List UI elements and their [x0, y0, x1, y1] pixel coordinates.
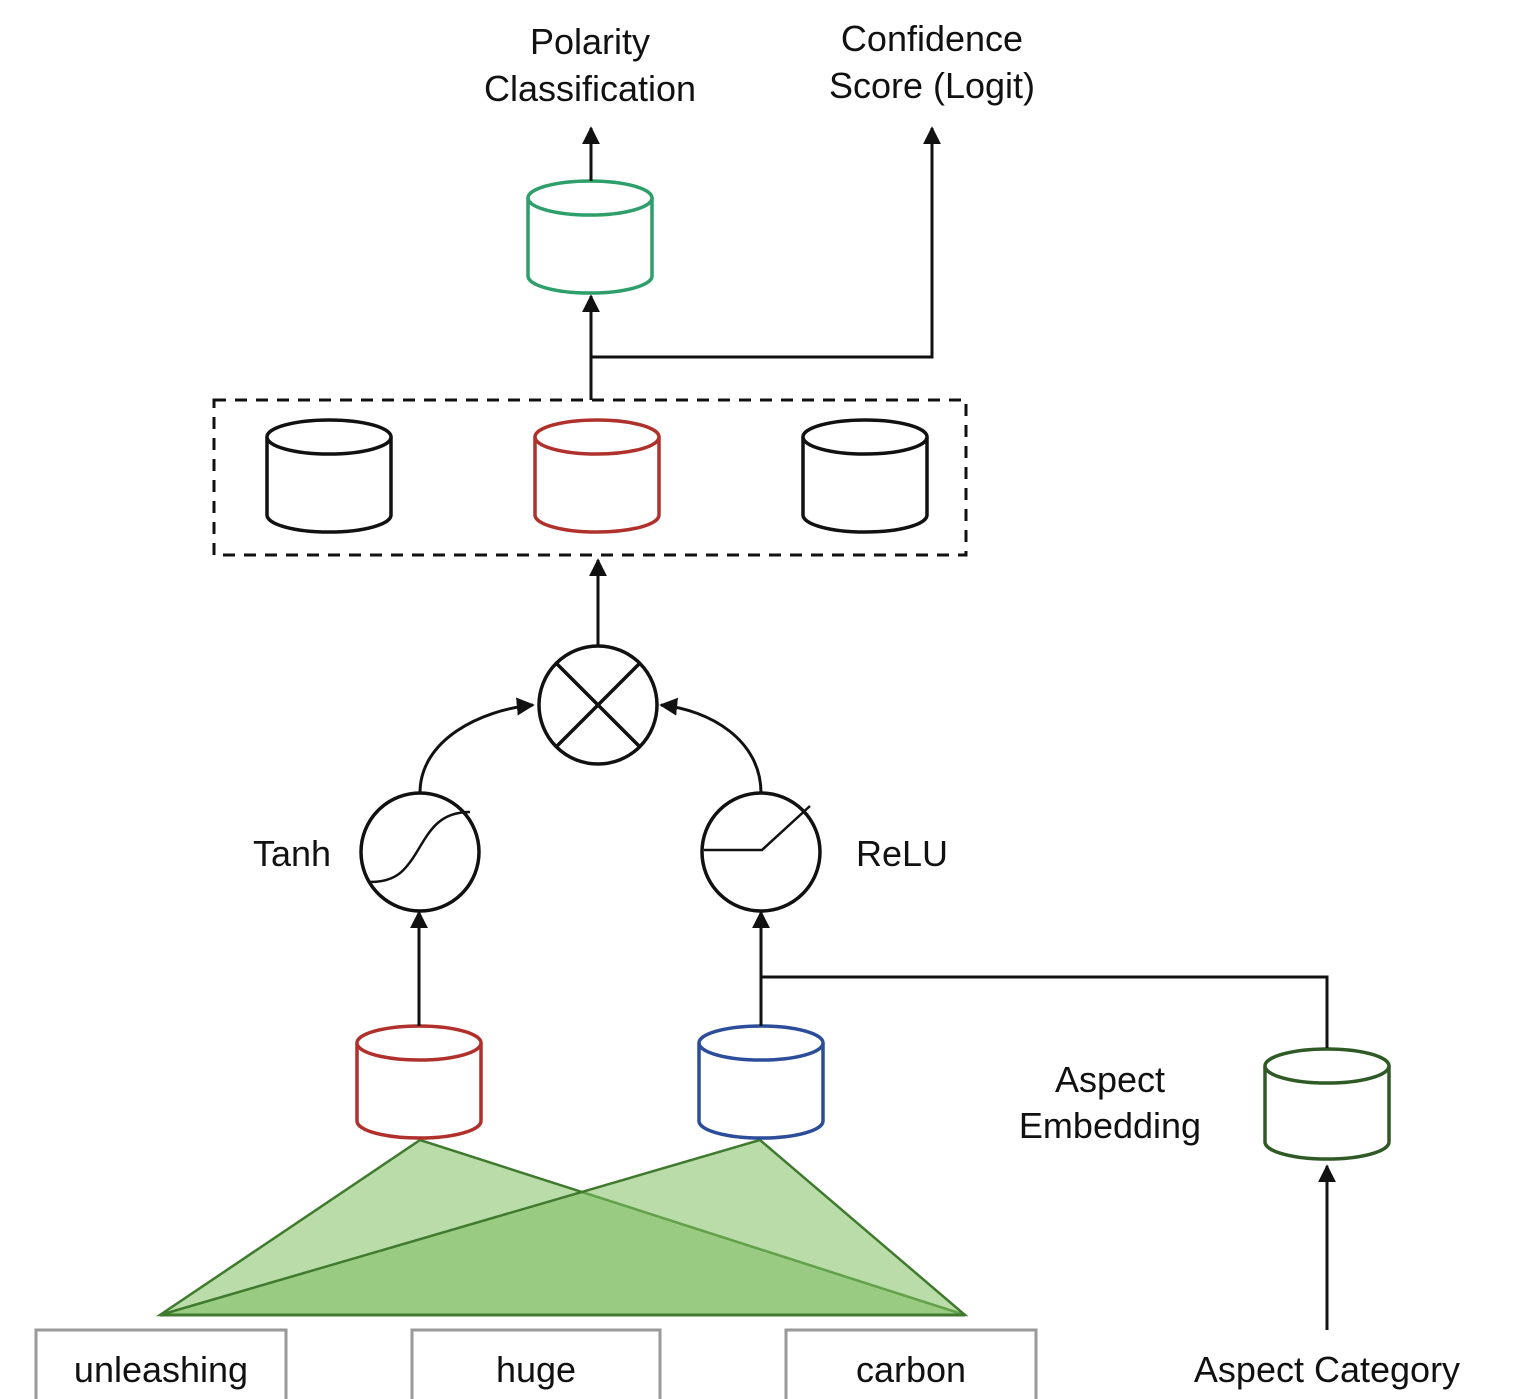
classifier-output-cylinder: [526, 179, 654, 295]
connector-aspect-to-relu: [760, 975, 1329, 1048]
polarity-label-1: Polarity: [530, 21, 650, 62]
arrow-relu-to-multiply: [659, 697, 763, 794]
arrow-tanh-to-multiply: [418, 697, 535, 794]
conv-output-red-cylinder: [355, 1024, 483, 1140]
conv-output-blue-cylinder: [697, 1024, 825, 1140]
conv-window-right: [159, 1138, 969, 1317]
pooling-box: [212, 398, 968, 557]
convolution-windows: [155, 1138, 969, 1317]
word-box-huge: huge: [410, 1328, 662, 1399]
word-unleashing: unleashing: [74, 1349, 248, 1390]
confidence-label-2: Score (Logit): [829, 65, 1035, 106]
word-huge: huge: [496, 1349, 576, 1390]
tanh-label: Tanh: [253, 833, 331, 874]
confidence-label-1: Confidence: [841, 18, 1023, 59]
relu-label: ReLU: [856, 833, 948, 874]
relu-gate-icon: [700, 791, 822, 913]
word-box-unleashing: unleashing: [34, 1328, 288, 1399]
multiply-gate-icon: [537, 644, 659, 766]
word-box-carbon: carbon: [784, 1328, 1038, 1399]
aspect-category-label: Aspect Category: [1194, 1349, 1460, 1390]
pooling-cylinder-right: [801, 418, 929, 534]
aspect-embedding-label-2: Embedding: [1019, 1105, 1201, 1146]
aspect-embedding-label-1: Aspect: [1055, 1059, 1165, 1100]
arrow-pooling-to-confidence: [591, 126, 941, 359]
tanh-gate-icon: [359, 791, 481, 913]
word-carbon: carbon: [856, 1349, 966, 1390]
aspect-embedding-cylinder: [1263, 1047, 1391, 1161]
pooling-cylinder-max-red: [533, 418, 661, 534]
polarity-label-2: Classification: [484, 68, 696, 109]
pooling-cylinder-left: [265, 418, 393, 534]
